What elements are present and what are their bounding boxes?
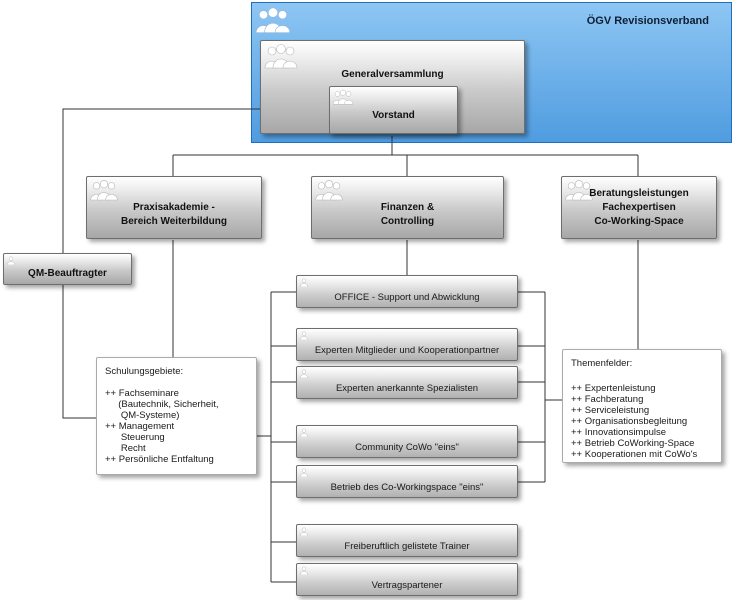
person-icon <box>7 256 15 265</box>
people-group-icon <box>565 180 593 201</box>
praxisakademie-label-line1: Praxisakademie - <box>133 202 215 213</box>
finanzen-label-line2: Controlling <box>380 216 435 227</box>
people-group-icon <box>315 180 343 201</box>
themenfelder-line: ++ Serviceleistung <box>571 405 650 416</box>
person-icon <box>300 428 308 437</box>
people-group-icon <box>264 44 298 69</box>
service-experten-spezialisten[interactable]: Experten anerkannte Spezialisten <box>296 366 518 399</box>
schulungsgebiete-line: (Bautechnik, Sicherheit, <box>105 399 219 410</box>
themenfelder-line: ++ Innovationsimpulse <box>571 427 667 438</box>
service-label: OFFICE - Support und Abwicklung <box>334 292 480 303</box>
service-freiberufliche-trainer[interactable]: Freiberuftlich gelistete Trainer <box>296 524 518 557</box>
themenfelder-box: Themenfelder: ++ Expertenleistung ++ Fac… <box>562 349 722 463</box>
schulungsgebiete-line: QM-Systeme) <box>105 410 180 421</box>
praxisakademie-box[interactable]: Praxisakademie - Bereich Weiterbildung <box>86 176 262 239</box>
generalversammlung-label: Generalversammlung <box>341 69 444 80</box>
schulungsgebiete-title: Schulungsgebiete: <box>105 366 184 377</box>
vorstand-label: Vorstand <box>372 110 415 121</box>
service-office[interactable]: OFFICE - Support und Abwicklung <box>296 275 518 308</box>
themenfelder-line: ++ Expertenleistung <box>571 383 656 394</box>
themenfelder-line: ++ Fachberatung <box>571 394 644 405</box>
themenfelder-line: ++ Betrieb CoWorking-Space <box>571 438 695 449</box>
vorstand-box[interactable]: Vorstand <box>329 86 458 134</box>
service-vertragspartner[interactable]: Vertragspartener <box>296 563 518 596</box>
beratungsleistungen-box[interactable]: Beratungsleistungen Fachexpertisen Co-Wo… <box>561 176 717 239</box>
schulungsgebiete-box: Schulungsgebiete: ++ Fachseminare (Baute… <box>96 357 257 475</box>
finanzen-box[interactable]: Finanzen & Controlling <box>311 176 504 239</box>
beratungsleistungen-label-line2: Fachexpertisen <box>602 202 676 213</box>
connector-left-branches <box>271 291 296 583</box>
service-betrieb-coworkingspace[interactable]: Betrieb des Co-Workingspace "eins" <box>296 465 518 498</box>
service-label: Freiberuftlich gelistete Trainer <box>344 541 470 552</box>
themenfelder-line: ++ Kooperationen mit CoWo's <box>571 449 698 460</box>
service-community-cowo[interactable]: Community CoWo "eins" <box>296 425 518 458</box>
service-experten-mitglieder[interactable]: Experten Mitglieder und Kooperationpartn… <box>296 328 518 361</box>
schulungsgebiete-line: Recht <box>105 443 146 454</box>
person-icon <box>300 278 308 287</box>
schulungsgebiete-line: Steuerung <box>105 432 165 443</box>
connector-right-branches <box>518 291 545 483</box>
person-icon <box>300 566 308 575</box>
service-label: Betrieb des Co-Workingspace "eins" <box>330 482 484 493</box>
qm-beauftragter-box[interactable]: QM-Beauftragter <box>3 253 132 285</box>
finanzen-label-line1: Finanzen & <box>380 202 435 213</box>
service-label: Experten anerkannte Spezialisten <box>335 383 479 394</box>
schulungsgebiete-line: ++ Persönliche Entfaltung <box>105 454 214 465</box>
schulungsgebiete-line: ++ Fachseminare <box>105 388 179 399</box>
themenfelder-title: Themenfelder: <box>571 358 633 369</box>
praxisakademie-label-line2: Bereich Weiterbildung <box>121 216 227 227</box>
schulungsgebiete-line: ++ Management <box>105 421 175 432</box>
person-icon <box>300 331 308 340</box>
people-group-icon <box>255 7 291 33</box>
beratungsleistungen-label-line1: Beratungsleistungen <box>589 188 689 199</box>
person-icon <box>300 369 308 378</box>
organization-title: ÖGV Revisionsverband <box>586 15 709 27</box>
service-label: Community CoWo "eins" <box>355 442 459 453</box>
beratungsleistungen-label-line3: Co-Working-Space <box>594 216 684 227</box>
people-group-icon <box>90 180 118 201</box>
people-group-icon <box>332 89 354 105</box>
themenfelder-line: ++ Organisationsbegleitung <box>571 416 688 427</box>
service-label: Experten Mitglieder und Kooperationpartn… <box>314 345 500 356</box>
person-icon <box>300 527 308 536</box>
qm-beauftragter-label: QM-Beauftragter <box>28 268 107 279</box>
person-icon <box>300 468 308 477</box>
service-label: Vertragspartener <box>371 580 443 591</box>
